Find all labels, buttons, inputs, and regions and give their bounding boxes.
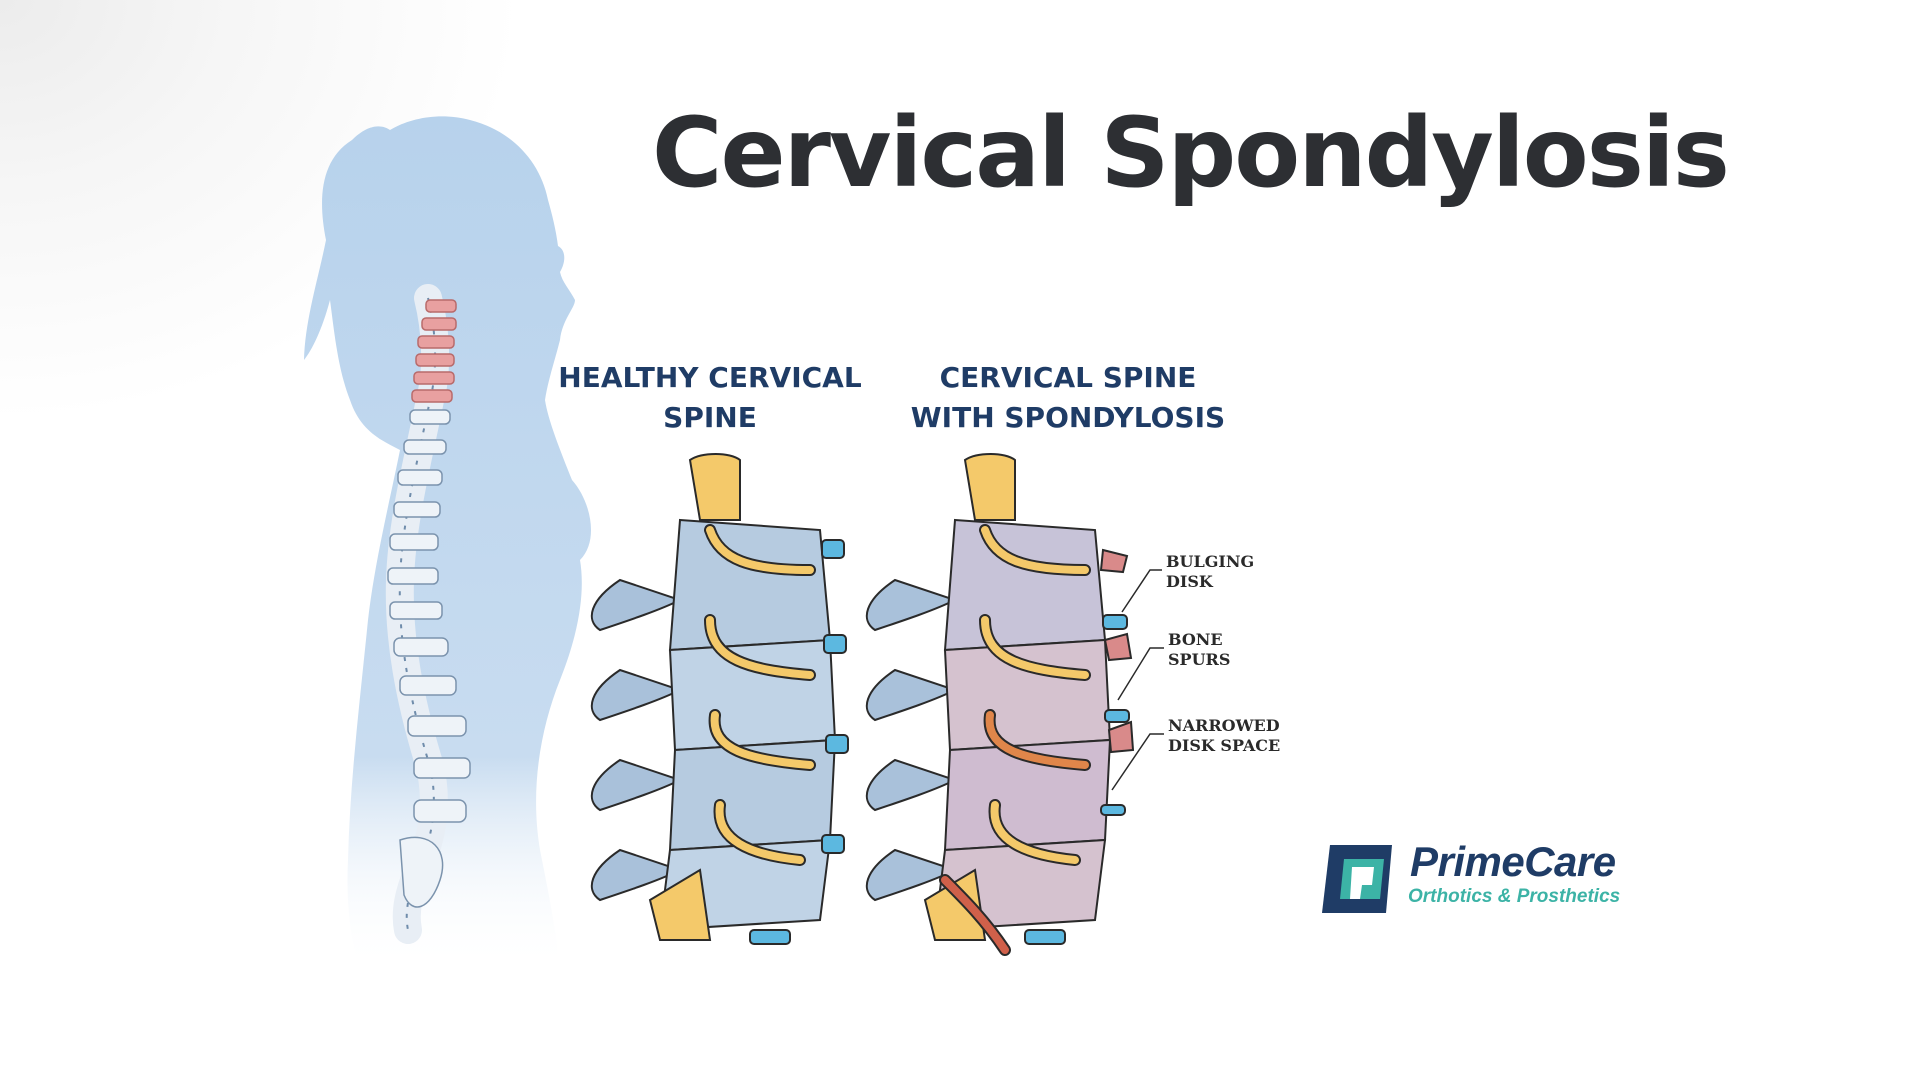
spondylosis-heading-line1: CERVICAL SPINE	[939, 361, 1197, 394]
woman-silhouette-icon	[304, 116, 592, 970]
callout-bulging-disk: BULGING DISK	[1166, 552, 1255, 591]
healthy-heading-line2: SPINE	[663, 401, 757, 434]
logo-name: PrimeCare	[1410, 838, 1616, 885]
vertebra-icon	[865, 453, 1135, 956]
vertebra-icon	[590, 453, 849, 945]
page-title: Cervical Spondylosis	[652, 97, 1730, 209]
logo-mark-icon	[1322, 845, 1392, 913]
healthy-heading-line1: HEALTHY CERVICAL	[558, 361, 862, 394]
callout-bone-spurs: BONE SPURS	[1168, 630, 1231, 669]
callout-narrowed-disk-space: NARROWED DISK SPACE	[1168, 716, 1281, 755]
logo-tagline: Orthotics & Prosthetics	[1408, 886, 1621, 907]
primecare-logo: PrimeCare Orthotics & Prosthetics	[1322, 838, 1662, 920]
spondylosis-spine-heading: CERVICAL SPINE WITH SPONDYLOSIS	[888, 358, 1248, 438]
spondylosis-heading-line2: WITH SPONDYLOSIS	[910, 401, 1226, 434]
spine-icon	[385, 284, 471, 944]
healthy-spine-heading: HEALTHY CERVICAL SPINE	[530, 358, 890, 438]
